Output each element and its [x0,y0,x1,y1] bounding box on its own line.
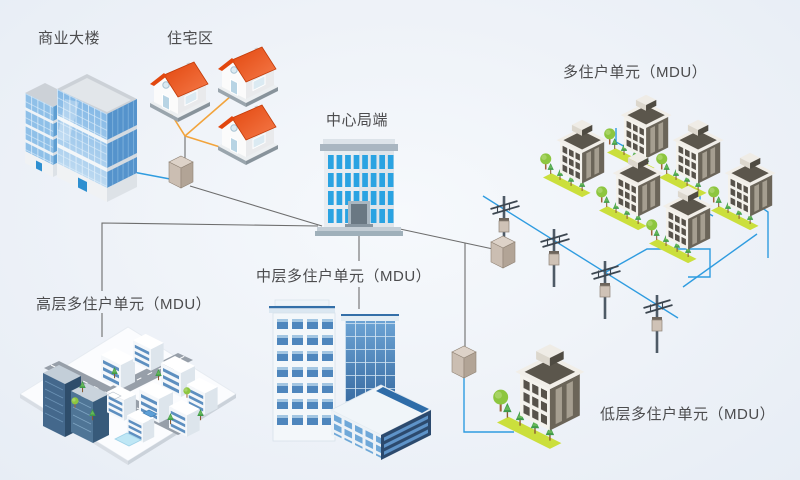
label-lowrise-mdu: 低层多住户单元（MDU） [600,406,776,423]
lowrise-mdu-illustration [493,344,584,449]
pole-3 [590,260,622,320]
fiber-cabinet-1 [168,155,194,189]
label-highrise-mdu: 高层多住户单元（MDU） [36,296,212,313]
label-mdu-cluster: 多住户单元（MDU） [563,64,708,81]
central-office-illustration [315,139,403,236]
fiber-cabinet-2 [490,235,516,269]
highrise-city-illustration [19,326,237,465]
fiber-cabinet-3 [451,345,477,379]
pole-2 [539,228,571,288]
label-midrise-mdu: 中层多住户单元（MDU） [256,268,432,285]
commercial-building-illustration [25,74,137,202]
house-2 [217,45,279,108]
mdu-cluster-illustration [540,95,775,263]
label-commercial-building: 商业大楼 [38,30,101,47]
residential-houses-illustration [149,45,279,166]
house-3 [217,103,279,166]
pole-4 [642,294,674,354]
feeder-lines [101,136,494,347]
house-1 [149,60,211,123]
utility-poles [489,195,674,354]
label-central-office: 中心局端 [326,112,389,129]
fiber-lines [132,128,769,433]
midrise-mdu-illustration [269,299,432,460]
label-residential-area: 住宅区 [167,30,214,47]
